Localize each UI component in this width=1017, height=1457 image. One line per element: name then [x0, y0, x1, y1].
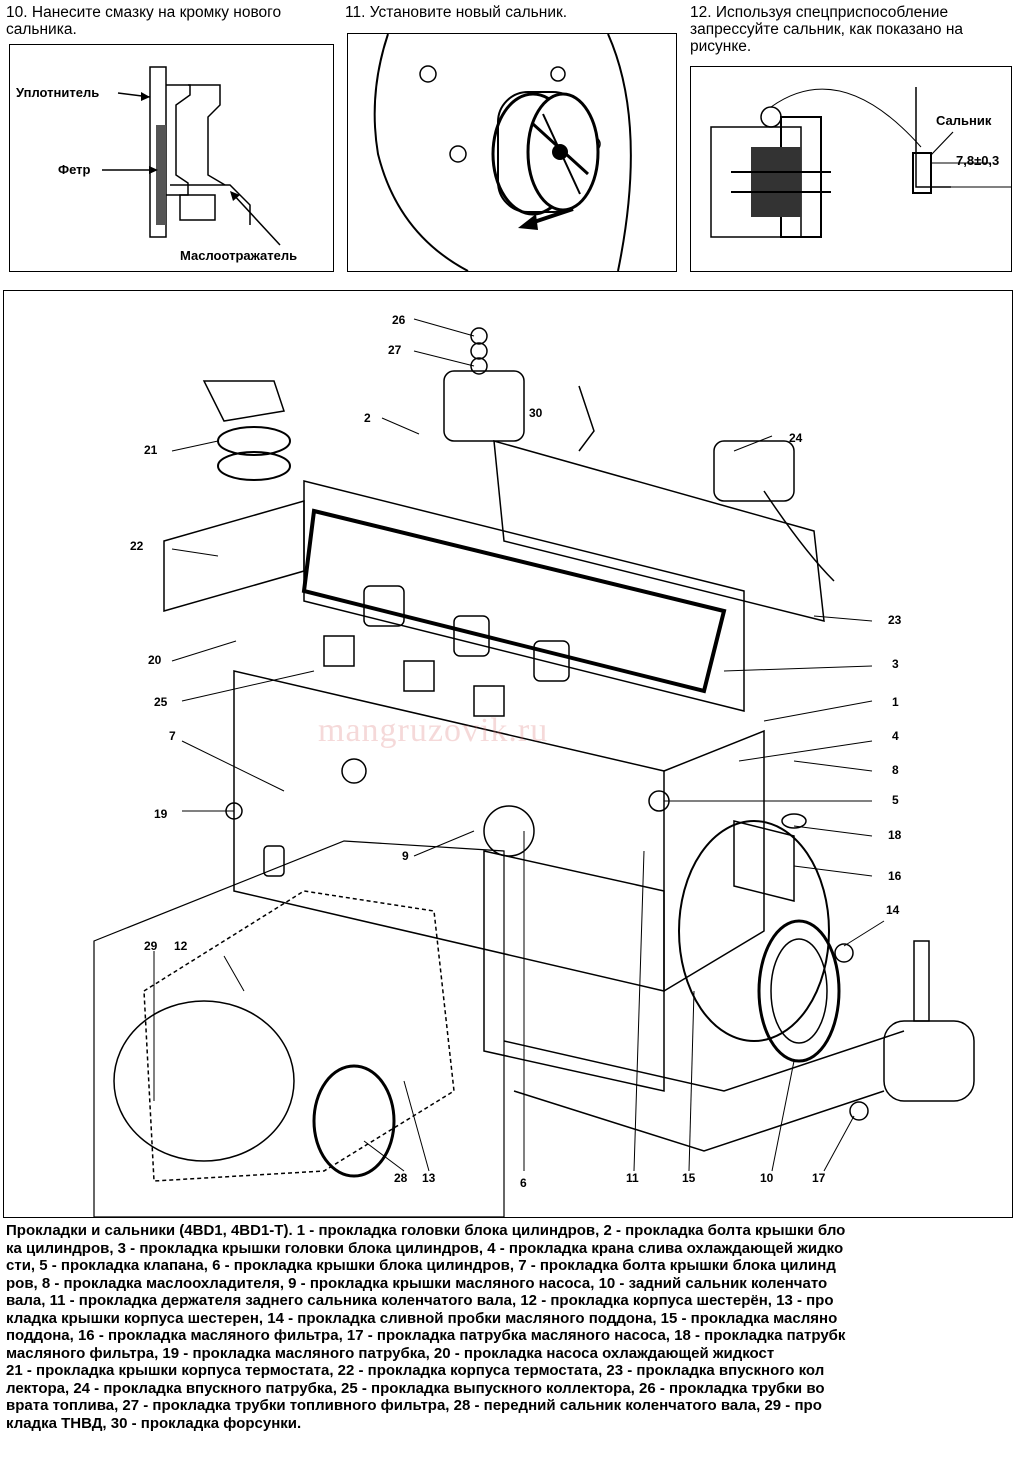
callout-14: 14	[886, 903, 900, 917]
callout-22: 22	[130, 539, 144, 553]
step-11-instruction: Установите новый сальник.	[369, 4, 568, 21]
callout-9: 9	[402, 849, 409, 863]
callout-25: 25	[154, 695, 168, 709]
watermark: mangruzovik.ru	[318, 712, 549, 749]
figure-10-seal-section: Уплотнитель Фетр Маслоотражатель	[9, 44, 334, 272]
callout-10: 10	[760, 1171, 774, 1185]
label-dimension: 7,8±0,3	[956, 153, 1000, 168]
step-12-text: 12. Используя спецприспособление запресс…	[690, 4, 1010, 55]
step-12-instruction: Используя спецприспособление запрессуйте…	[690, 4, 964, 55]
callout-26: 26	[392, 313, 406, 327]
step-12-number: 12.	[690, 4, 712, 21]
figure-12-press-tool: Сальник 7,8±0,3	[690, 66, 1012, 272]
step-10: 10. Нанесите смазку на кромку нового сал…	[6, 0, 336, 275]
callout-20: 20	[148, 653, 162, 667]
callout-30: 30	[529, 406, 543, 420]
step-10-number: 10.	[6, 4, 28, 21]
step-11-text: 11. Установите новый сальник.	[345, 4, 675, 21]
callout-13: 13	[422, 1171, 436, 1185]
exploded-engine-drawing	[93, 318, 975, 1217]
press-tool-drawing	[710, 87, 1011, 238]
callout-11: 11	[626, 1171, 639, 1185]
figure-11-seal-install	[347, 33, 677, 272]
step-10-text: 10. Нанесите смазку на кромку нового сал…	[6, 4, 334, 38]
step-10-instruction: Нанесите смазку на кромку нового сальник…	[6, 4, 282, 38]
exploded-view-frame: 26 27 2 30 21 24 22 23 20 3 25 1 7 4 8 1…	[3, 290, 1013, 1218]
step-11: 11. Установите новый сальник.	[345, 0, 677, 275]
step-11-number: 11.	[345, 4, 366, 21]
label-felt: Фетр	[58, 162, 91, 177]
callout-7: 7	[169, 729, 176, 743]
callout-16: 16	[888, 869, 902, 883]
label-seal: Уплотнитель	[16, 85, 100, 100]
callout-6: 6	[520, 1176, 527, 1190]
callout-21: 21	[144, 443, 158, 457]
seal-section-drawing	[102, 66, 281, 246]
label-deflector: Маслоотражатель	[180, 248, 298, 263]
callout-17: 17	[812, 1171, 826, 1185]
callout-1: 1	[892, 695, 899, 709]
callout-8: 8	[892, 763, 899, 777]
callout-3: 3	[892, 657, 899, 671]
callout-19: 19	[154, 807, 168, 821]
callout-27: 27	[388, 343, 402, 357]
callout-18: 18	[888, 828, 902, 842]
label-oil-seal: Сальник	[936, 113, 992, 128]
figure-caption: Прокладки и сальники (4BD1, 4BD1-T). 1 -…	[6, 1222, 846, 1432]
callout-15: 15	[682, 1171, 696, 1185]
seal-install-drawing	[373, 34, 632, 271]
callout-12: 12	[174, 939, 188, 953]
callout-5: 5	[892, 793, 899, 807]
callout-24: 24	[789, 431, 803, 445]
callout-29: 29	[144, 939, 158, 953]
callout-2: 2	[364, 411, 371, 425]
callout-4: 4	[892, 729, 899, 743]
callout-28: 28	[394, 1171, 408, 1185]
step-12: 12. Используя спецприспособление запресс…	[690, 0, 1017, 275]
callout-23: 23	[888, 613, 902, 627]
